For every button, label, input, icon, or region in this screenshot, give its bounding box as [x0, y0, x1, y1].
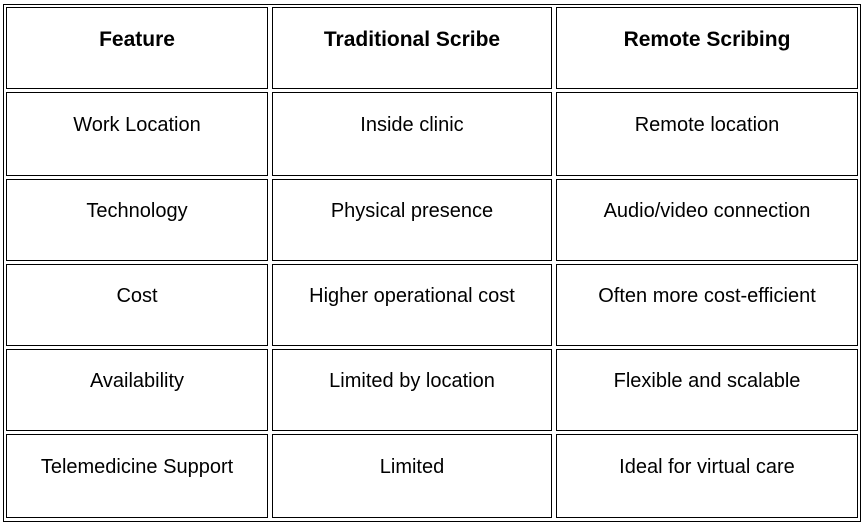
table-cell: Work Location	[6, 92, 268, 176]
table-cell: Availability	[6, 349, 268, 431]
table-cell: Remote location	[556, 92, 858, 176]
table-grid: Feature Traditional Scribe Remote Scribi…	[6, 7, 858, 519]
header-feature: Feature	[6, 7, 268, 89]
header-remote-scribing: Remote Scribing	[556, 7, 858, 89]
table-cell: Often more cost-efficient	[556, 264, 858, 346]
table-cell: Technology	[6, 179, 268, 261]
table-cell: Cost	[6, 264, 268, 346]
table-cell: Ideal for virtual care	[556, 434, 858, 518]
table-cell: Inside clinic	[272, 92, 552, 176]
comparison-table: Feature Traditional Scribe Remote Scribi…	[3, 4, 861, 522]
table-cell: Audio/video connection	[556, 179, 858, 261]
table-cell: Telemedicine Support	[6, 434, 268, 518]
table-cell: Limited by location	[272, 349, 552, 431]
table-cell: Flexible and scalable	[556, 349, 858, 431]
table-cell: Limited	[272, 434, 552, 518]
table-cell: Higher operational cost	[272, 264, 552, 346]
table-cell: Physical presence	[272, 179, 552, 261]
header-traditional-scribe: Traditional Scribe	[272, 7, 552, 89]
